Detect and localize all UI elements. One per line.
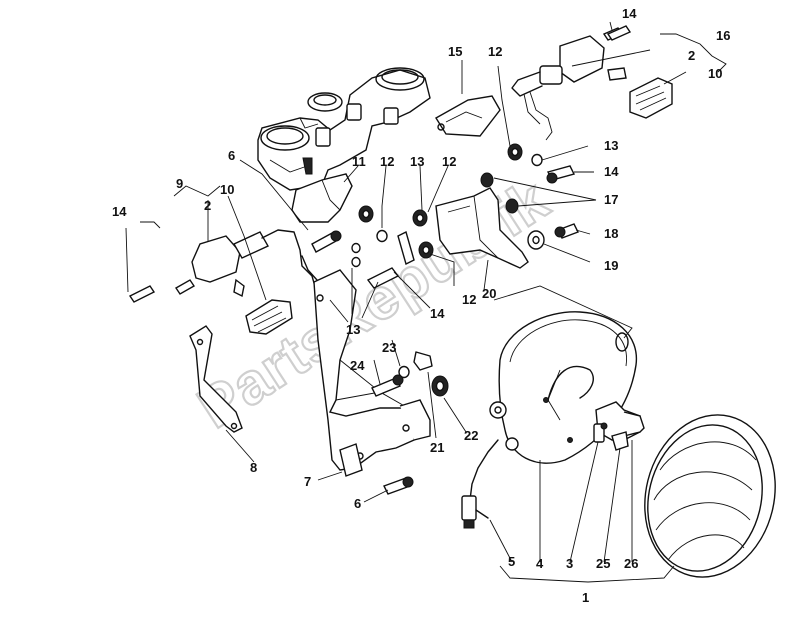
callout-13-left: 13: [346, 322, 360, 337]
callout-20: 20: [482, 286, 496, 301]
callout-5: 5: [508, 554, 515, 569]
grommet-12-mid: [412, 209, 428, 227]
leader-lines: [125, 21, 727, 583]
callout-19: 19: [604, 258, 618, 273]
callout-2-right: 2: [688, 48, 695, 63]
part-11-bracket: [291, 173, 353, 223]
callout-18: 18: [604, 226, 618, 241]
part-8-support: [189, 325, 243, 433]
callout-25: 25: [596, 556, 610, 571]
callout-14-top: 14: [622, 6, 637, 21]
callout-8: 8: [250, 460, 257, 475]
callout-2-left: 2: [204, 198, 211, 213]
small-hardware: [128, 25, 632, 495]
callout-21: 21: [430, 440, 444, 455]
callout-24: 24: [350, 358, 365, 373]
callout-17: 17: [604, 192, 618, 207]
callout-13-mid: 13: [410, 154, 424, 169]
callout-9: 9: [176, 176, 183, 191]
mounting-bracket: [313, 269, 431, 477]
part-20-bracket: [435, 187, 529, 269]
callout-12-mid: 12: [380, 154, 394, 169]
callout-10-left: 10: [220, 182, 234, 197]
callout-6-top: 6: [228, 148, 235, 163]
grommet-12-upper-right: [507, 143, 523, 161]
callout-12-bottom: 12: [462, 292, 476, 307]
callout-14-left: 14: [112, 204, 127, 219]
grommet-12-mid-left: [358, 205, 374, 223]
callout-12-mid-right: 12: [442, 154, 456, 169]
callout-12-top: 12: [488, 44, 502, 59]
callout-23: 23: [382, 340, 396, 355]
callout-10-right: 10: [708, 66, 722, 81]
callout-7: 7: [304, 474, 311, 489]
callout-6-bottom: 6: [354, 496, 361, 511]
callout-3: 3: [566, 556, 573, 571]
callout-1: 1: [582, 590, 589, 605]
left-turn-signal: [191, 229, 327, 335]
wire-connector: [461, 439, 499, 529]
instrument-cluster: [257, 67, 431, 191]
callout-15: 15: [448, 44, 462, 59]
headlight-lens: [644, 414, 776, 578]
part-15-bracket: [435, 95, 501, 137]
callout-11: 11: [352, 154, 366, 169]
callout-4: 4: [536, 556, 544, 571]
right-turn-signal: [511, 27, 673, 141]
callout-16: 16: [716, 28, 730, 43]
callout-labels: 14 16 2 10 15 12 13 14 17 18 19 20 12 12…: [112, 6, 730, 605]
callout-14-right: 14: [604, 164, 619, 179]
headlight-bulbs: [593, 401, 645, 451]
bolt-14-top: [606, 25, 632, 41]
callout-26: 26: [624, 556, 638, 571]
callout-13-right: 13: [604, 138, 618, 153]
callout-22: 22: [464, 428, 478, 443]
callout-14-mid: 14: [430, 306, 445, 321]
grommet-12-lower: [418, 241, 434, 259]
